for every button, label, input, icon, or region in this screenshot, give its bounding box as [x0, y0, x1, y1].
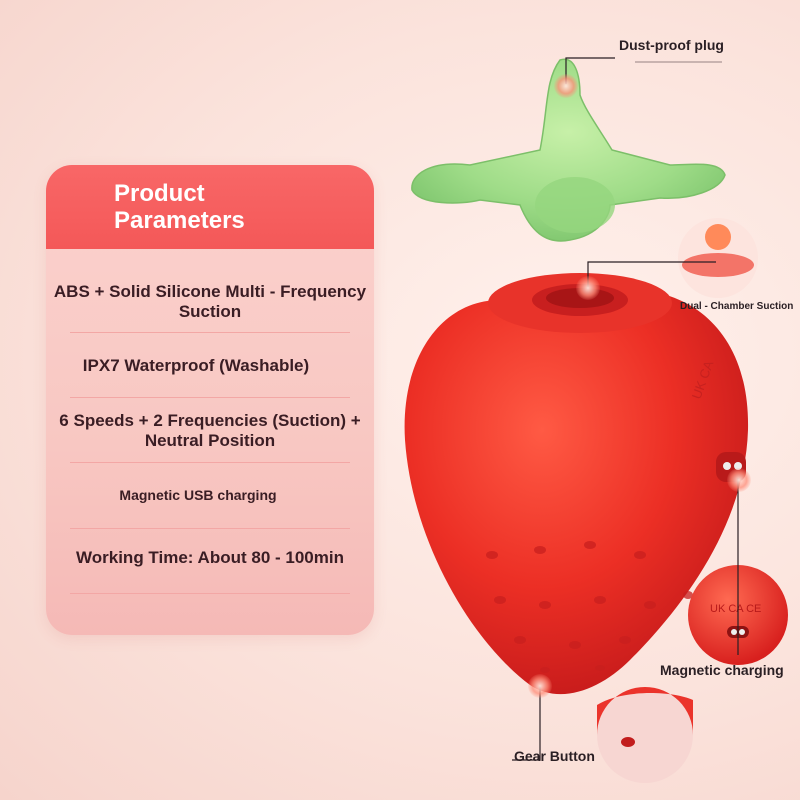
- dual-chamber-detail: [678, 218, 758, 298]
- gear-button-hotspot: [528, 674, 552, 698]
- panel-title: Product Parameters: [114, 180, 245, 234]
- callout-dual-chamber: Dual - Chamber Suction: [680, 301, 794, 312]
- charging-hotspot: [727, 468, 751, 492]
- magnetic-charging-detail: UK CA CE: [688, 565, 788, 665]
- detail-marking: UK CA CE: [710, 603, 761, 615]
- spec-material: ABS + Solid Silicone Multi - Frequency S…: [53, 282, 367, 321]
- dust-plug-hotspot: [554, 74, 578, 98]
- divider: [70, 593, 350, 594]
- spec-charging: Magnetic USB charging: [119, 487, 277, 503]
- gear-button-detail: [597, 687, 693, 783]
- product-parameters-panel: Product Parameters ABS + Solid Silicone …: [46, 165, 374, 635]
- strawberry-body: UK CA: [404, 273, 749, 695]
- divider: [70, 332, 350, 333]
- divider: [70, 528, 350, 529]
- divider: [70, 462, 350, 463]
- callout-dust-plug: Dust-proof plug: [619, 37, 724, 53]
- spec-speeds: 6 Speeds + 2 Frequencies (Suction) + Neu…: [59, 411, 361, 450]
- callout-magnetic-charging: Magnetic charging: [660, 662, 784, 678]
- callout-gear-button: Gear Button: [514, 748, 595, 764]
- chamber-hotspot: [576, 276, 600, 300]
- panel-header: Product Parameters: [46, 165, 374, 249]
- divider: [70, 397, 350, 398]
- spec-working-time: Working Time: About 80 - 100min: [76, 548, 344, 567]
- body-marking: UK CA: [689, 358, 717, 401]
- spec-waterproof: IPX7 Waterproof (Washable): [82, 356, 310, 375]
